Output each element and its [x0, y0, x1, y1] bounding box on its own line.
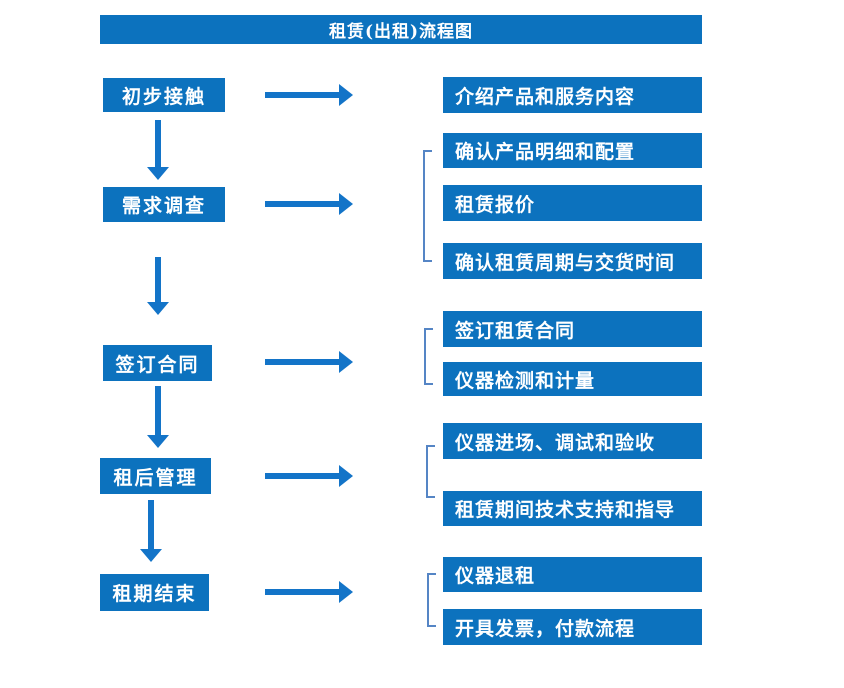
output-box: 租赁期间技术支持和指导	[443, 491, 702, 526]
output-box: 签订租赁合同	[443, 311, 702, 347]
arrow-down-icon	[140, 500, 162, 562]
page-title: 租赁(出租)流程图	[100, 15, 702, 44]
group-bracket	[427, 573, 436, 627]
output-box: 仪器检测和计量	[443, 362, 702, 396]
arrow-right-icon	[265, 465, 353, 487]
output-box: 仪器进场、调试和验收	[443, 423, 702, 459]
group-bracket	[426, 445, 435, 498]
arrow-right-icon	[265, 351, 353, 373]
arrow-right-icon	[265, 84, 353, 106]
arrow-right-icon	[265, 581, 353, 603]
stage-box-initial-contact: 初步接触	[103, 78, 225, 112]
output-box: 介绍产品和服务内容	[443, 77, 702, 113]
stage-box-sign-contract: 签订合同	[103, 345, 212, 381]
stage-box-rental-end: 租期结束	[100, 574, 209, 611]
group-bracket	[424, 328, 433, 385]
arrow-down-icon	[147, 120, 169, 180]
stage-box-post-rental-management: 租后管理	[100, 458, 211, 494]
stage-box-demand-survey: 需求调查	[103, 187, 225, 222]
arrow-down-icon	[147, 257, 169, 315]
output-box: 开具发票，付款流程	[443, 609, 702, 645]
arrow-right-icon	[265, 193, 353, 215]
output-box: 仪器退租	[443, 557, 702, 592]
output-box: 租赁报价	[443, 185, 702, 221]
output-box: 确认产品明细和配置	[443, 133, 702, 168]
group-bracket	[423, 150, 432, 262]
output-box: 确认租赁周期与交货时间	[443, 243, 702, 279]
arrow-down-icon	[147, 386, 169, 448]
